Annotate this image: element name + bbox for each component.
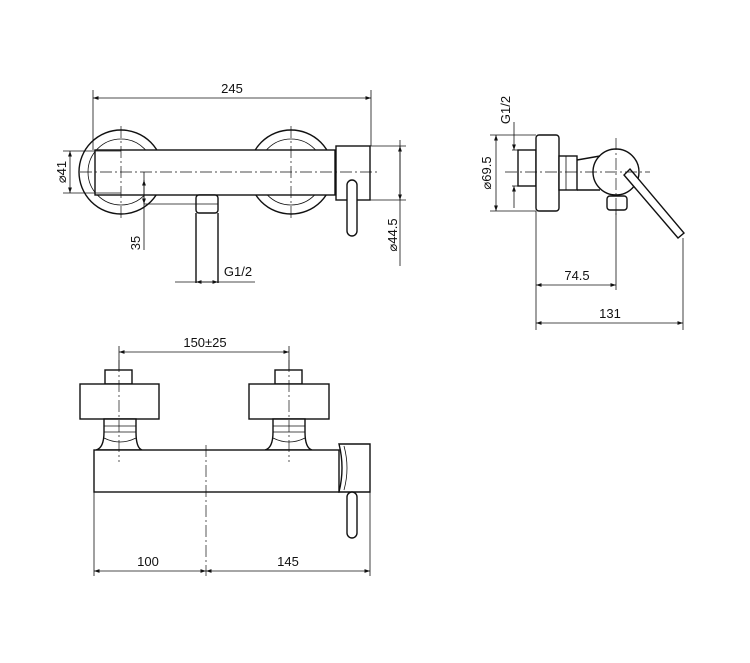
dim-overall-width: 245 (221, 81, 243, 96)
top-view: 245 ⌀41 35 G1/2 ⌀44.5 (54, 81, 406, 284)
right-inlet-stub (274, 369, 303, 385)
front-body-bar (93, 449, 340, 493)
front-view: 150±25 100 145 (79, 335, 371, 576)
lever (346, 179, 358, 237)
dim-flange-diameter: ⌀69.5 (479, 156, 494, 189)
dim-lever-axis-depth: 74.5 (564, 268, 589, 283)
side-lever (623, 167, 685, 239)
dim-left-to-center: 100 (137, 554, 159, 569)
body-bar (94, 149, 336, 196)
front-cartridge (338, 443, 371, 493)
dim-center-distance: 150±25 (183, 335, 226, 350)
dim-center-to-right: 145 (277, 554, 299, 569)
dim-body-diameter: ⌀44.5 (385, 218, 400, 251)
dim-spout-thread: G1/2 (224, 264, 252, 279)
left-inlet-stub (104, 369, 133, 385)
wall-flange (535, 134, 560, 212)
right-neck (264, 418, 313, 451)
side-spout-nut (606, 195, 628, 211)
dim-inlet-thread: G1/2 (498, 96, 513, 124)
dim-spout-offset: 35 (128, 236, 143, 250)
front-lever (346, 491, 358, 539)
left-wall-flange (79, 383, 160, 420)
flange-neck (558, 155, 578, 191)
side-view: G1/2 ⌀69.5 74.5 131 (479, 96, 685, 330)
dim-connection-diameter: ⌀41 (54, 161, 69, 183)
dim-overall-depth: 131 (599, 306, 621, 321)
inlet-pipe (517, 149, 537, 187)
